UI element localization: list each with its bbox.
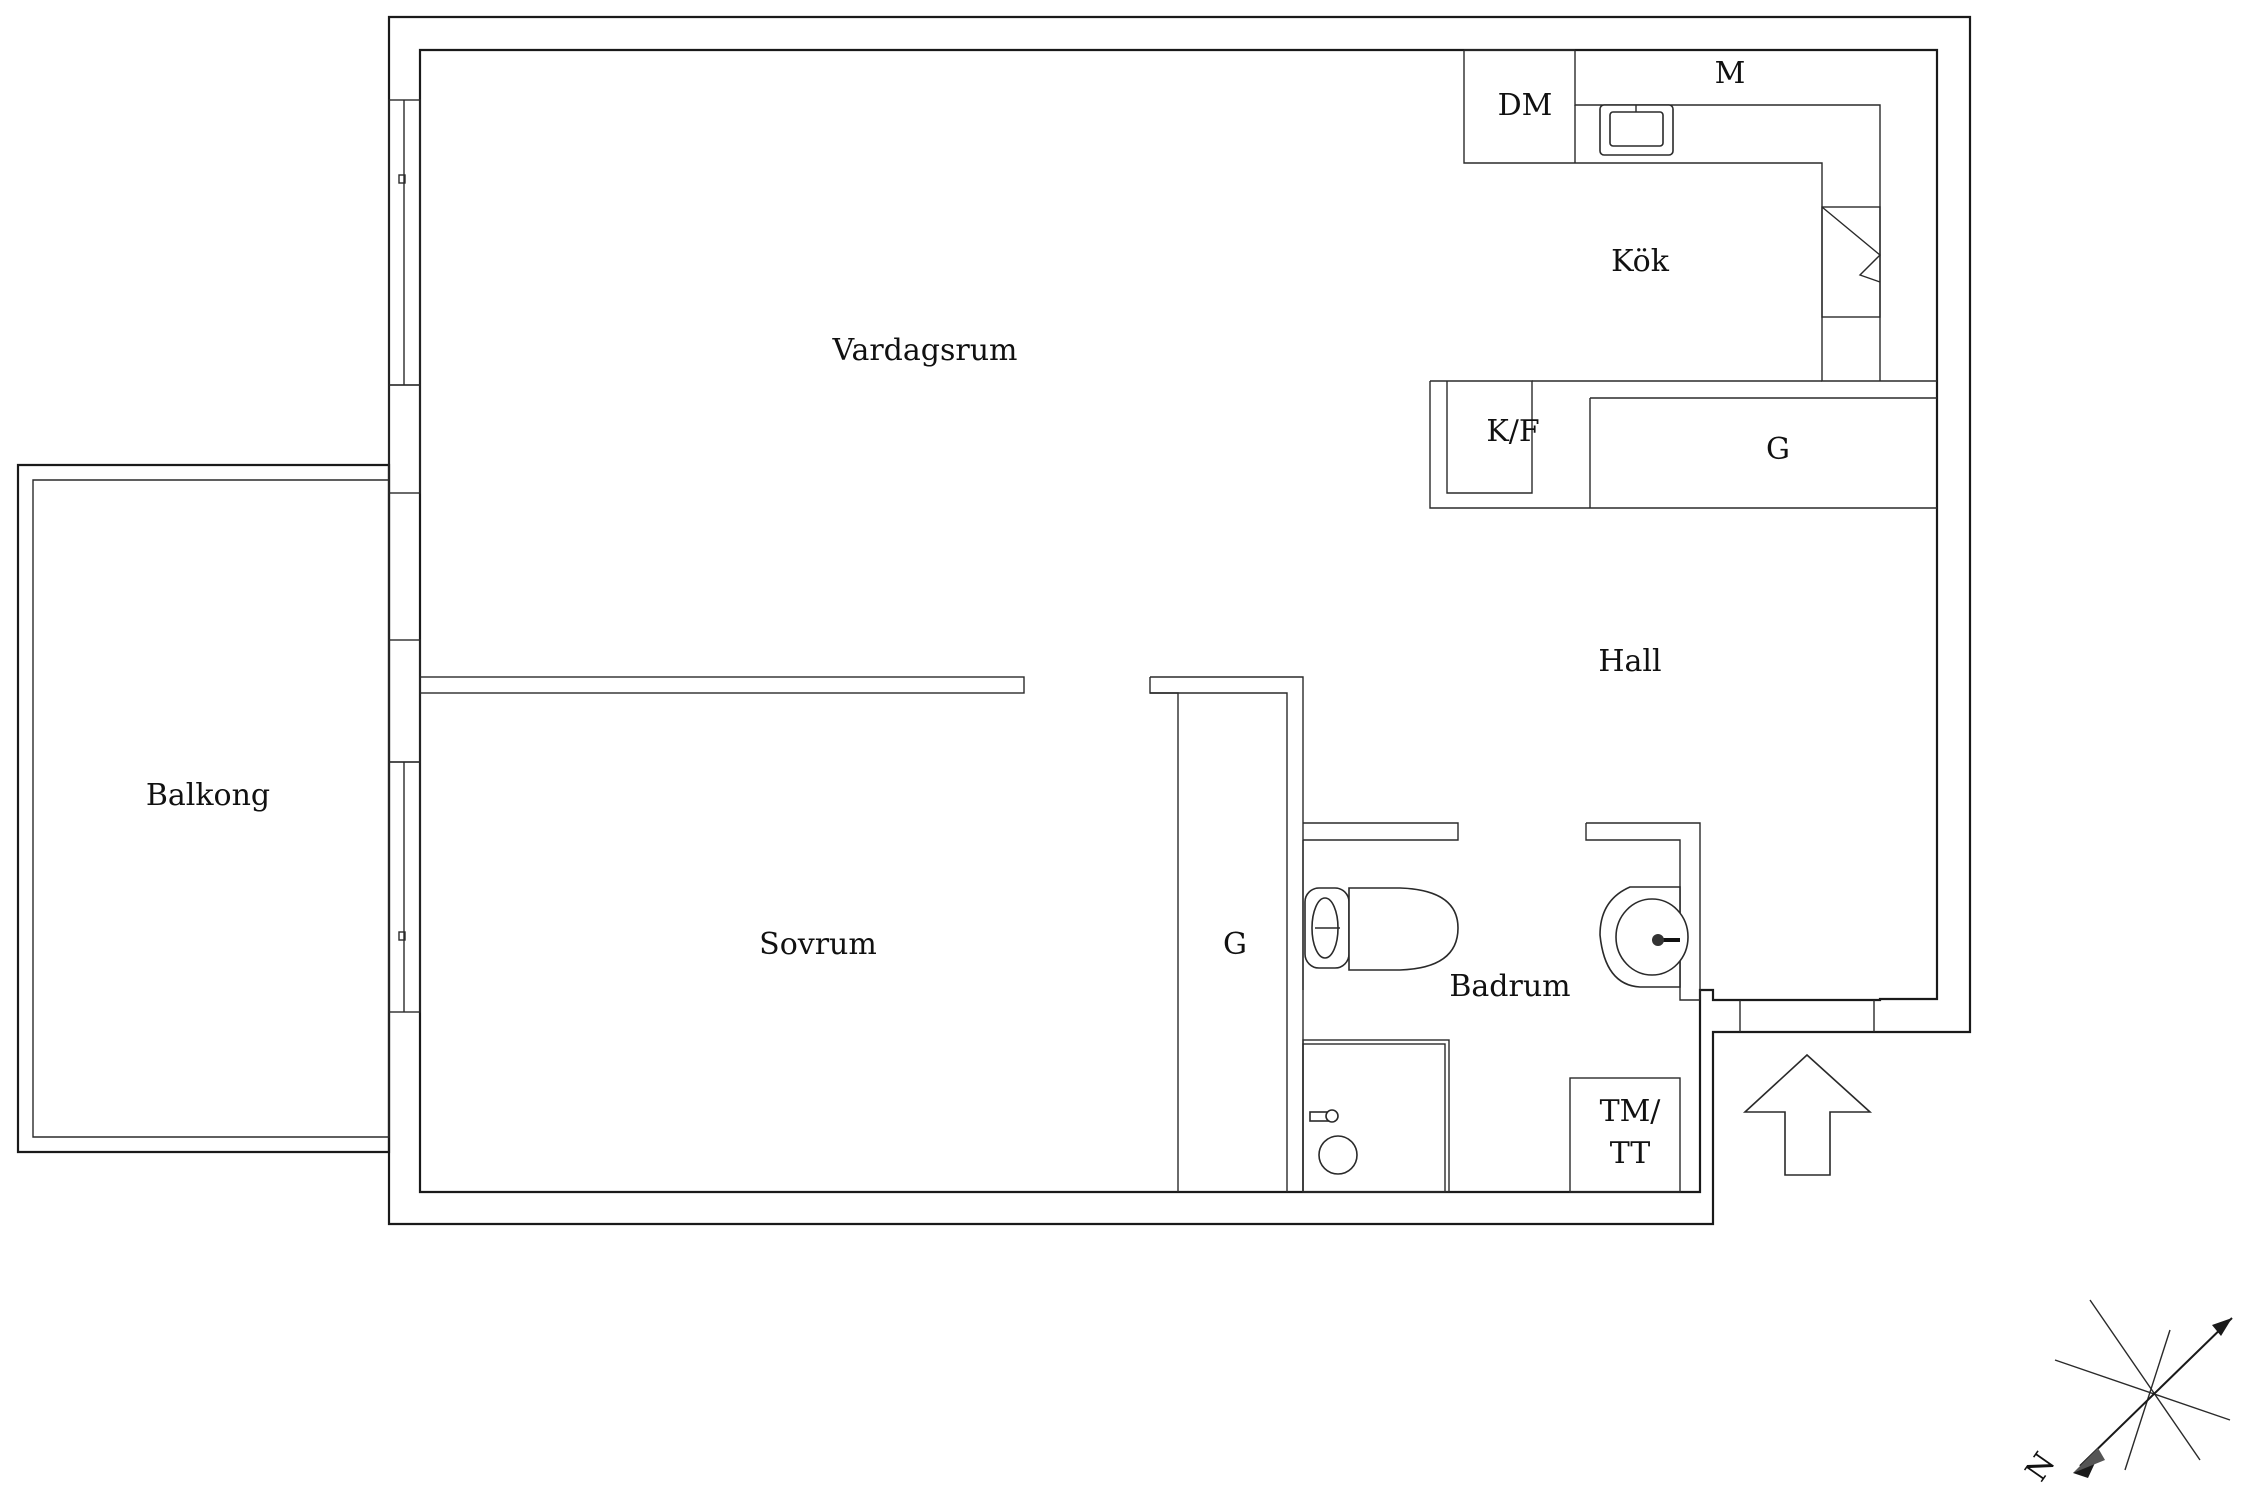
label-tm-line1: TM/	[1600, 1094, 1662, 1129]
entrance-arrow-icon	[1742, 1053, 1873, 1176]
hall-storage	[1429, 380, 1937, 509]
label-dm: DM	[1498, 88, 1553, 123]
label-g-sovrum: G	[1223, 927, 1247, 962]
room-label-vardagsrum: Vardagsrum	[832, 333, 1018, 368]
tm-tt-cabinet	[1569, 1077, 1681, 1193]
outer-walls	[387, 15, 1972, 1226]
room-label-sovrum: Sovrum	[759, 927, 877, 962]
label-tm-line2: TT	[1610, 1136, 1651, 1171]
shower-icon	[1302, 1039, 1450, 1193]
label-m: M	[1715, 56, 1746, 91]
windows-left	[388, 99, 421, 1013]
fixture-labels: DM M K/F G G TM/ TT	[1223, 56, 1790, 1171]
label-kf: K/F	[1486, 414, 1539, 449]
toilet-icon	[1304, 887, 1459, 971]
label-g-hall: G	[1766, 432, 1790, 467]
kitchen-sink-icon	[1599, 104, 1674, 156]
room-label-kok: Kök	[1611, 244, 1670, 279]
compass-north-label: N	[2019, 1446, 2063, 1488]
room-label-hall: Hall	[1598, 644, 1661, 679]
compass-rose-icon	[2054, 1299, 2233, 1478]
sink-icon	[1599, 886, 1689, 988]
room-label-balkong: Balkong	[146, 778, 270, 813]
room-labels: Vardagsrum Kök Hall Balkong Sovrum Badru…	[146, 244, 1670, 1004]
kitchen-counters	[1463, 49, 1937, 382]
room-label-badrum: Badrum	[1449, 969, 1570, 1004]
